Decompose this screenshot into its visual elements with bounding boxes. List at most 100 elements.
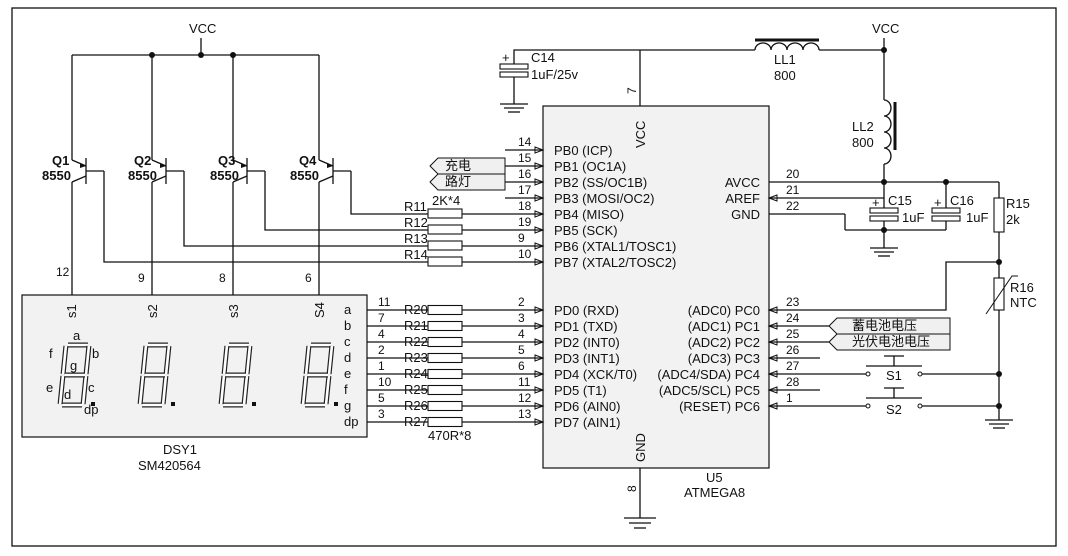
svg-text:C14: C14 <box>531 50 555 65</box>
switch-s2: S2 <box>769 387 999 417</box>
r11-ref: R11 <box>404 199 427 214</box>
svg-text:+: + <box>872 195 880 210</box>
decimal-point <box>334 402 338 406</box>
mcu-pin-name: PD2 (INT0) <box>554 335 620 350</box>
mcu-vcc-pin: 7 <box>625 87 639 94</box>
diagram-frame <box>11 7 1057 547</box>
segment-name-dp: dp <box>84 402 98 417</box>
mcu-pin-name: PD5 (T1) <box>554 383 607 398</box>
mcu-pin-name: (ADC1) PC1 <box>688 319 760 334</box>
thermistor-r16: R16 NTC <box>985 275 1037 420</box>
segment-pin-num: 1 <box>378 359 385 373</box>
mcu-pin-num: 2 <box>518 295 525 309</box>
segment-resistor <box>427 368 463 380</box>
q4-part: 8550 <box>290 168 319 183</box>
pin-arrow-icon <box>534 210 545 218</box>
pin-arrow-icon <box>534 162 545 170</box>
segment-resistor <box>427 304 463 316</box>
resistor-r15: R15 2k <box>993 182 1030 278</box>
transistor-q4: Q4 8550 <box>290 153 351 184</box>
mcu-pin-num: 17 <box>518 183 532 197</box>
mcu-pin-name: (RESET) PC6 <box>679 399 760 414</box>
segment-pin-num: 11 <box>378 295 391 309</box>
capacitor-c15: + C15 1uF <box>869 182 924 248</box>
svg-text:+: + <box>934 195 942 210</box>
display-digit <box>300 342 338 408</box>
svg-text:LL2: LL2 <box>852 119 874 134</box>
decimal-point <box>252 402 256 406</box>
segment-pin-num: 7 <box>378 311 385 325</box>
r14-ref: R14 <box>404 247 428 262</box>
mcu-pin-name: PD7 (AIN1) <box>554 415 620 430</box>
segment-name-a: a <box>73 328 81 343</box>
segment-name-d: d <box>64 387 71 402</box>
mcu-pin-name: PB6 (XTAL1/TOSC1) <box>554 239 676 254</box>
svg-text:C16: C16 <box>950 193 974 208</box>
display-digit <box>137 342 175 408</box>
segment-resistor-ref: R24 <box>404 366 428 381</box>
r12-ref: R12 <box>404 215 428 230</box>
segment-resistor <box>427 400 463 412</box>
svg-text:R16: R16 <box>1010 280 1034 295</box>
display-ref: DSY1 <box>163 442 197 457</box>
segment-resistor-ref: R21 <box>404 318 428 333</box>
mcu-pin-name: PB1 (OC1A) <box>554 159 626 174</box>
svg-text:LL1: LL1 <box>774 52 796 67</box>
svg-text:光伏电池电压: 光伏电池电压 <box>852 334 930 349</box>
switch-s1: S1 <box>769 355 999 383</box>
q3-part: 8550 <box>210 168 239 183</box>
inductor-ll1: LL1 800 <box>754 38 820 83</box>
mcu-pin-name: (ADC0) PC0 <box>688 303 760 318</box>
segment-resistor-ref: R23 <box>404 350 428 365</box>
segment-pin-label: b <box>344 318 351 333</box>
display-part: SM420564 <box>138 458 201 473</box>
segment-resistor-ref: R27 <box>404 414 428 429</box>
segment-resistor-ref: R25 <box>404 382 428 397</box>
svg-text:S2: S2 <box>886 402 902 417</box>
mcu-pin-num: 24 <box>786 311 800 325</box>
segment-pin-label: dp <box>344 414 358 429</box>
segment-resistor <box>427 352 463 364</box>
mcu-pin-name: PB5 (SCK) <box>554 223 618 238</box>
mcu-pin-num: 1 <box>786 391 793 405</box>
segment-pin-label: d <box>344 350 351 365</box>
mcu-pin-name: (ADC3) PC3 <box>688 351 760 366</box>
mcu-pin-name: AREF <box>725 191 760 206</box>
segment-pin-num: 3 <box>378 407 385 421</box>
pin-arrow-icon <box>534 226 545 234</box>
pin-arrow-icon <box>534 178 545 186</box>
mcu-pin-num: 5 <box>518 343 525 357</box>
ground-icon <box>624 517 656 529</box>
mcu-pin-num: 14 <box>518 135 532 149</box>
mcu-pin-num: 22 <box>786 199 800 213</box>
mcu-pin-name: (ADC2) PC2 <box>688 335 760 350</box>
mcu-pin-name: PB0 (ICP) <box>554 143 613 158</box>
segment-name-c: c <box>88 380 95 395</box>
mcu-ref: U5 <box>706 470 723 485</box>
decimal-point <box>171 402 175 406</box>
mcu-pin-num: 18 <box>518 199 532 213</box>
pin-arrow-icon <box>534 194 545 202</box>
pin-arrow-icon <box>534 242 545 250</box>
r13-ref: R13 <box>404 231 428 246</box>
segment-pin-label: e <box>344 366 351 381</box>
segment-resistor <box>427 336 463 348</box>
svg-text:C15: C15 <box>888 193 912 208</box>
digit-label-s4: S4 <box>312 302 327 318</box>
decimal-point <box>91 402 95 406</box>
mcu-pin-name: PD0 (RXD) <box>554 303 619 318</box>
net-label-pv-voltage: 光伏电池电压 <box>828 333 951 351</box>
transistor-q1: Q1 8550 <box>42 153 104 184</box>
q1-ref: Q1 <box>52 153 69 168</box>
r11-14-note: 2K*4 <box>432 193 460 208</box>
mcu-pin-name: PD1 (TXD) <box>554 319 618 334</box>
mcu-pin-name: PB7 (XTAL2/TOSC2) <box>554 255 676 270</box>
svg-text:800: 800 <box>774 68 796 83</box>
display-digit <box>218 342 256 408</box>
segment-resistor <box>427 320 463 332</box>
mcu-pin-name: AVCC <box>725 175 760 190</box>
q1-part: 8550 <box>42 168 71 183</box>
